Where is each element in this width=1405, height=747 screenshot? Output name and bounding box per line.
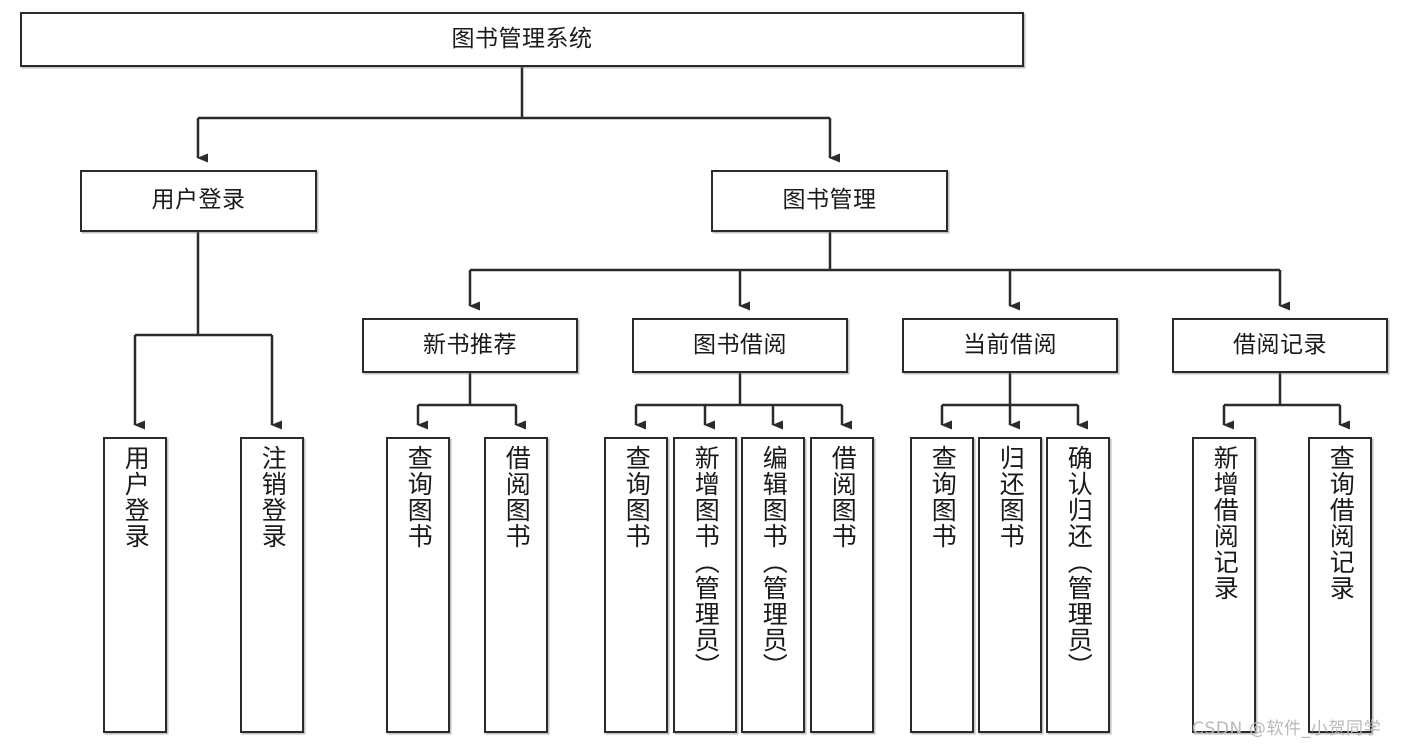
- node-leaf-return-book[interactable]: 归还图书: [978, 437, 1042, 733]
- node-borrow-record-label: 借阅记录: [1233, 331, 1327, 358]
- node-leaf-query-borrow-record[interactable]: 查询借阅记录: [1308, 437, 1372, 733]
- node-root-system[interactable]: 图书管理系统: [20, 12, 1024, 67]
- node-leaf-logout-login[interactable]: 注销登录: [240, 437, 304, 733]
- node-leaf-edit-book-admin[interactable]: 编辑图书（管理员）: [741, 437, 805, 733]
- node-leaf-return-book-label: 归还图书: [996, 445, 1026, 549]
- node-leaf-logout-login-label: 注销登录: [258, 445, 288, 549]
- node-current-borrow[interactable]: 当前借阅: [902, 318, 1118, 373]
- csdn-watermark: CSDN @软件_小贺同学: [1192, 719, 1382, 739]
- node-user-login[interactable]: 用户登录: [80, 170, 317, 232]
- node-leaf-edit-book-admin-label: 编辑图书（管理员）: [759, 445, 789, 679]
- node-leaf-query-book-borrow[interactable]: 查询图书: [604, 437, 668, 733]
- node-leaf-add-borrow-record-label: 新增借阅记录: [1210, 445, 1240, 601]
- node-book-borrow[interactable]: 图书借阅: [632, 318, 848, 373]
- node-leaf-borrow-book-label: 借阅图书: [828, 445, 858, 549]
- node-leaf-borrow-book-rec[interactable]: 借阅图书: [484, 437, 548, 733]
- node-user-login-label: 用户登录: [151, 187, 246, 214]
- node-book-management[interactable]: 图书管理: [711, 170, 948, 232]
- node-leaf-add-book-admin-label: 新增图书（管理员）: [691, 445, 721, 679]
- node-borrow-record[interactable]: 借阅记录: [1172, 318, 1388, 373]
- node-leaf-query-book-rec-label: 查询图书: [404, 445, 434, 549]
- node-leaf-confirm-return-admin[interactable]: 确认归还（管理员）: [1046, 437, 1110, 733]
- node-leaf-borrow-book-rec-label: 借阅图书: [502, 445, 532, 549]
- node-root-system-label: 图书管理系统: [451, 25, 593, 52]
- node-leaf-add-book-admin[interactable]: 新增图书（管理员）: [673, 437, 737, 733]
- node-book-borrow-label: 图书借阅: [693, 331, 787, 358]
- node-new-book-recommend[interactable]: 新书推荐: [362, 318, 578, 373]
- node-book-management-label: 图书管理: [782, 187, 877, 214]
- node-leaf-query-book-current-label: 查询图书: [928, 445, 958, 549]
- node-leaf-user-login[interactable]: 用户登录: [103, 437, 167, 733]
- node-leaf-query-book-borrow-label: 查询图书: [622, 445, 652, 549]
- node-leaf-query-book-current[interactable]: 查询图书: [910, 437, 974, 733]
- node-current-borrow-label: 当前借阅: [963, 331, 1057, 358]
- node-new-book-recommend-label: 新书推荐: [423, 331, 517, 358]
- node-leaf-add-borrow-record[interactable]: 新增借阅记录: [1192, 437, 1256, 733]
- node-leaf-user-login-label: 用户登录: [121, 445, 151, 549]
- node-leaf-query-borrow-record-label: 查询借阅记录: [1326, 445, 1356, 601]
- node-leaf-borrow-book[interactable]: 借阅图书: [810, 437, 874, 733]
- node-leaf-query-book-rec[interactable]: 查询图书: [386, 437, 450, 733]
- node-leaf-confirm-return-admin-label: 确认归还（管理员）: [1064, 445, 1094, 679]
